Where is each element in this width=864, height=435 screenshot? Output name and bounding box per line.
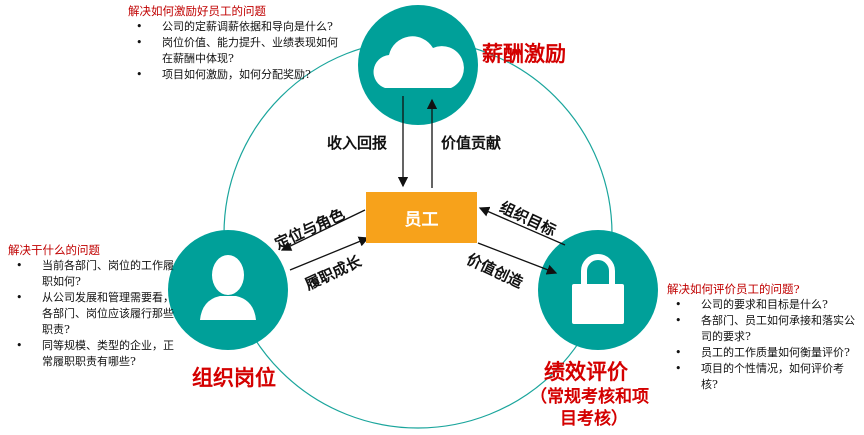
performance-subtitle-2: 目考核） — [560, 409, 628, 429]
note-item: 公司的要求和目标是什么? — [667, 297, 859, 313]
position-title: 组织岗位 — [192, 366, 276, 390]
note-position: 解决干什么的问题 当前各部门、岗位的工作履职如何?从公司发展和管理需要看，各部门… — [8, 242, 178, 370]
note-heading: 解决如何激励好员工的问题 — [128, 4, 266, 18]
note-item: 各部门、员工如何承接和落实公司的要求? — [667, 313, 859, 345]
performance-title: 绩效评价 — [544, 360, 628, 384]
compensation-title: 薪酬激励 — [482, 42, 566, 66]
note-compensation: 解决如何激励好员工的问题 公司的定薪调薪依据和导向是什么?岗位价值、能力提升、业… — [128, 3, 340, 83]
note-item: 公司的定薪调薪依据和导向是什么? — [128, 19, 340, 35]
note-item: 从公司发展和管理需要看，各部门、岗位应该履行那些职责? — [8, 290, 178, 338]
note-item: 当前各部门、岗位的工作履职如何? — [8, 258, 178, 290]
performance-subtitle-1: （常规考核和项 — [530, 387, 649, 407]
note-item: 员工的工作质量如何衡量评价? — [667, 345, 859, 361]
note-item: 同等规模、类型的企业，正常履职职责有哪些? — [8, 338, 178, 370]
note-performance: 解决如何评价员工的问题? 公司的要求和目标是什么?各部门、员工如何承接和落实公司… — [667, 281, 859, 393]
label-value-contrib: 价值贡献 — [441, 134, 502, 152]
cloud-icon — [373, 36, 464, 88]
value-create-arrow — [477, 242, 558, 275]
goal-arrow — [478, 206, 566, 246]
note-item: 岗位价值、能力提升、业绩表现如何在薪酬中体现? — [128, 35, 340, 67]
person-icon — [200, 255, 256, 320]
role-arrow — [280, 209, 366, 251]
note-heading: 解决如何评价员工的问题? — [667, 282, 800, 296]
lock-icon — [572, 254, 624, 324]
employee-box: 员工 — [366, 192, 477, 243]
note-item: 项目如何激励，如何分配奖励? — [128, 67, 340, 83]
label-income: 收入回报 — [327, 134, 388, 152]
note-item: 项目的个性情况，如何评价考核? — [667, 361, 859, 393]
note-heading: 解决干什么的问题 — [8, 243, 100, 257]
growth-arrow — [289, 236, 370, 271]
